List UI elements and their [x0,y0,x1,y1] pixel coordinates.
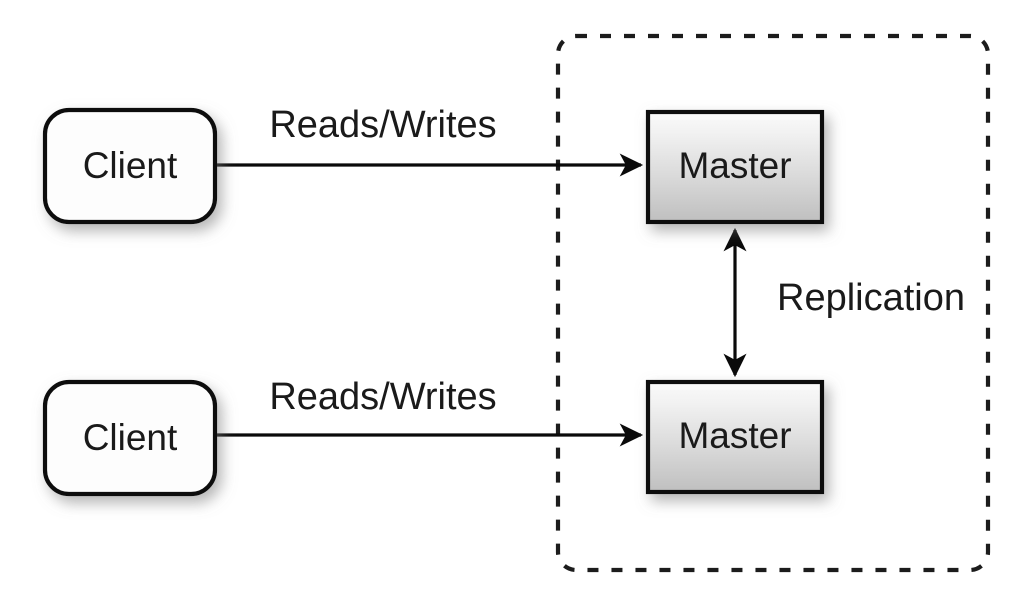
master-top-label: Master [678,145,791,186]
edge-label-replication: Replication [777,277,965,319]
master-top-shape[interactable] [645,109,825,225]
node-master-top[interactable]: Master [645,109,825,225]
edge-label-reads-writes-top: Reads/Writes [269,104,496,146]
master-bottom-shape[interactable] [645,379,825,495]
edge-reads-writes-top: Reads/Writes [215,104,644,177]
edge-replication: Replication [723,227,965,378]
client-bottom-shape[interactable] [42,379,218,497]
master-bottom-label: Master [678,415,791,456]
cluster-boundary [555,33,991,573]
node-master-bottom[interactable]: Master [645,379,825,495]
client-top-shape[interactable] [42,107,218,225]
client-bottom-label: Client [83,417,178,458]
edge-reads-writes-bottom: Reads/Writes [215,376,644,447]
node-client-top[interactable]: Client [42,107,218,225]
node-client-bottom[interactable]: Client [42,379,218,497]
client-top-label: Client [83,145,178,186]
edge-label-reads-writes-bottom: Reads/Writes [269,376,496,418]
